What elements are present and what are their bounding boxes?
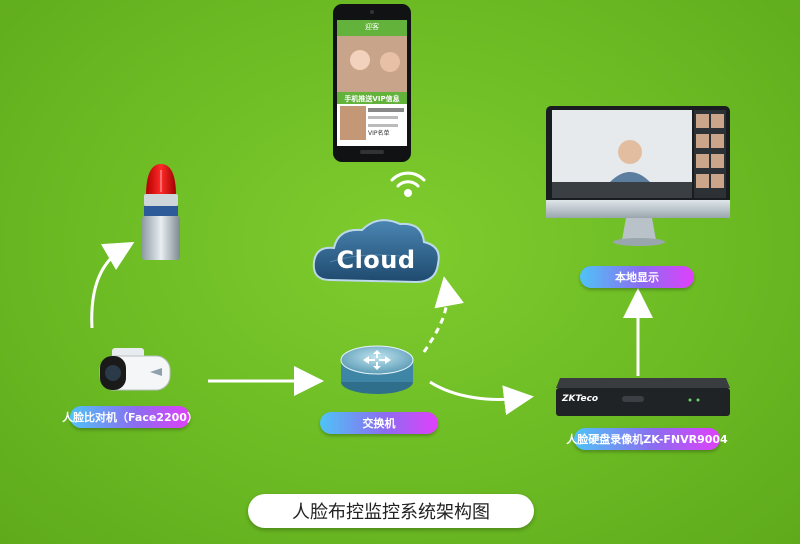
phone-card-title: VIP名单 <box>368 130 390 137</box>
monitor-icon <box>546 106 730 246</box>
network-switch-icon <box>340 345 414 394</box>
label-local-display: 本地显示 <box>580 266 694 288</box>
wifi-icon <box>390 171 426 197</box>
cloud-label: Cloud <box>336 246 416 274</box>
face-camera-icon <box>99 348 171 391</box>
arrow-camera-to-alarm <box>90 241 135 329</box>
nvr-device-icon <box>556 378 730 416</box>
cloud-icon <box>312 219 440 284</box>
connection-arrows <box>90 241 653 416</box>
label-camera: 人脸比对机（Face2200） <box>62 406 198 428</box>
nvr-brand-logo: ZKTeco <box>562 394 599 404</box>
phone-app-title: 迎客 <box>365 23 379 31</box>
smartphone-icon <box>333 4 411 162</box>
label-nvr: 人脸硬盘录像机ZK-FNVR9004 <box>566 428 728 450</box>
alarm-siren-icon <box>142 164 180 260</box>
phone-banner: 手机推送VIP信息 <box>344 95 400 103</box>
arrow-switch-to-cloud <box>422 276 464 353</box>
label-switch: 交换机 <box>320 412 438 434</box>
arrow-switch-to-nvr <box>429 380 534 416</box>
diagram-title: 人脸布控监控系统架构图 <box>248 494 534 528</box>
diagram-title-text: 人脸布控监控系统架构图 <box>292 502 490 523</box>
